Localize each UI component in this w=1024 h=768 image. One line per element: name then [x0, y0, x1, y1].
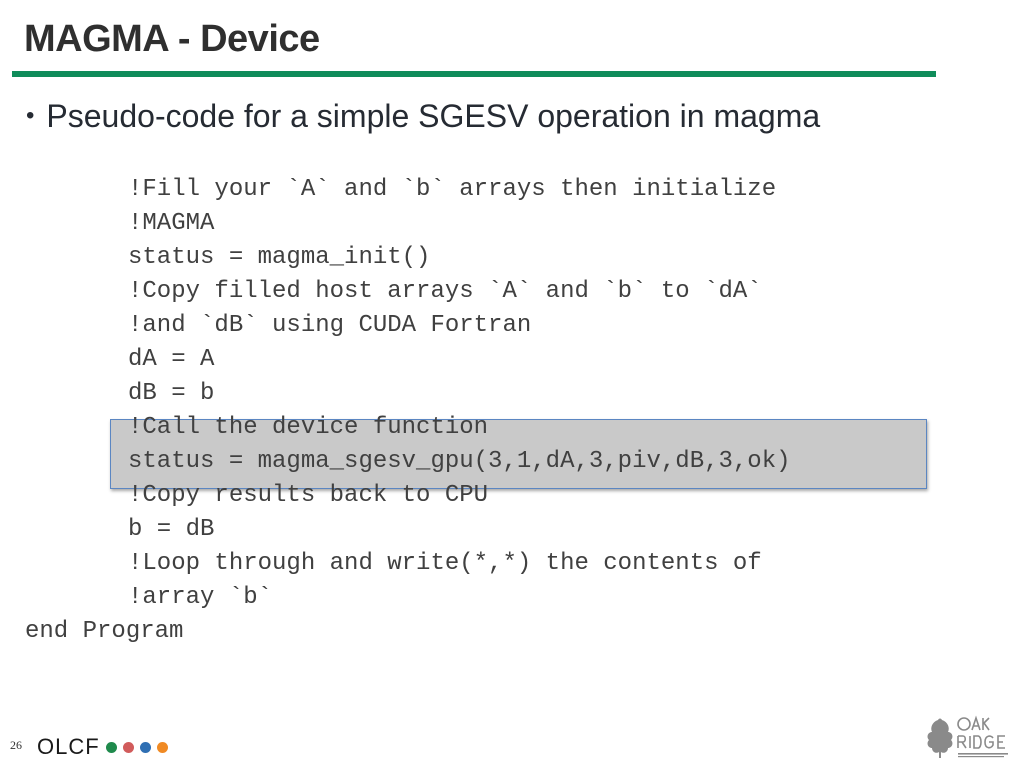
bullet-dot-icon: • [26, 102, 35, 129]
code-line: status = magma_init() [128, 244, 431, 271]
code-line: dA = A [128, 346, 215, 373]
code-line-highlighted: status = magma_sgesv_gpu(3,1,dA,3,piv,dB… [128, 448, 791, 475]
code-line: b = dB [128, 516, 215, 543]
olcf-dot-blue-icon [139, 741, 151, 753]
slide-title: MAGMA - Device [24, 18, 320, 60]
code-line: !array `b` [128, 584, 273, 611]
code-line: !Copy filled host arrays `A` and `b` to … [128, 278, 762, 305]
olcf-dot-red-icon [122, 741, 134, 753]
code-line: !Copy results back to CPU [128, 482, 489, 509]
code-line: !Fill your `A` and `b` arrays then initi… [128, 176, 777, 203]
olcf-logo-text: OLCF [37, 734, 100, 759]
oak-ridge-logo-icon [920, 712, 1012, 762]
olcf-dot-orange-icon [156, 741, 168, 753]
code-line: dB = b [128, 380, 215, 407]
code-line: !and `dB` using CUDA Fortran [128, 312, 532, 339]
page-number: 26 [10, 738, 22, 752]
code-line-highlighted: !Call the device function [128, 414, 489, 441]
olcf-dot-green-icon [105, 741, 117, 753]
code-block: !Fill your `A` and `b` arrays then initi… [0, 173, 1024, 649]
bullet-text: Pseudo-code for a simple SGESV operation… [46, 98, 821, 134]
bullet-point: • Pseudo-code for a simple SGESV operati… [26, 98, 820, 135]
code-line: !MAGMA [128, 210, 215, 237]
code-line: !Loop through and write(*,*) the content… [128, 550, 762, 577]
olcf-logo: OLCF [37, 734, 168, 760]
title-rule [12, 71, 936, 77]
code-highlight [110, 419, 927, 489]
code-line: end Program [25, 618, 184, 645]
